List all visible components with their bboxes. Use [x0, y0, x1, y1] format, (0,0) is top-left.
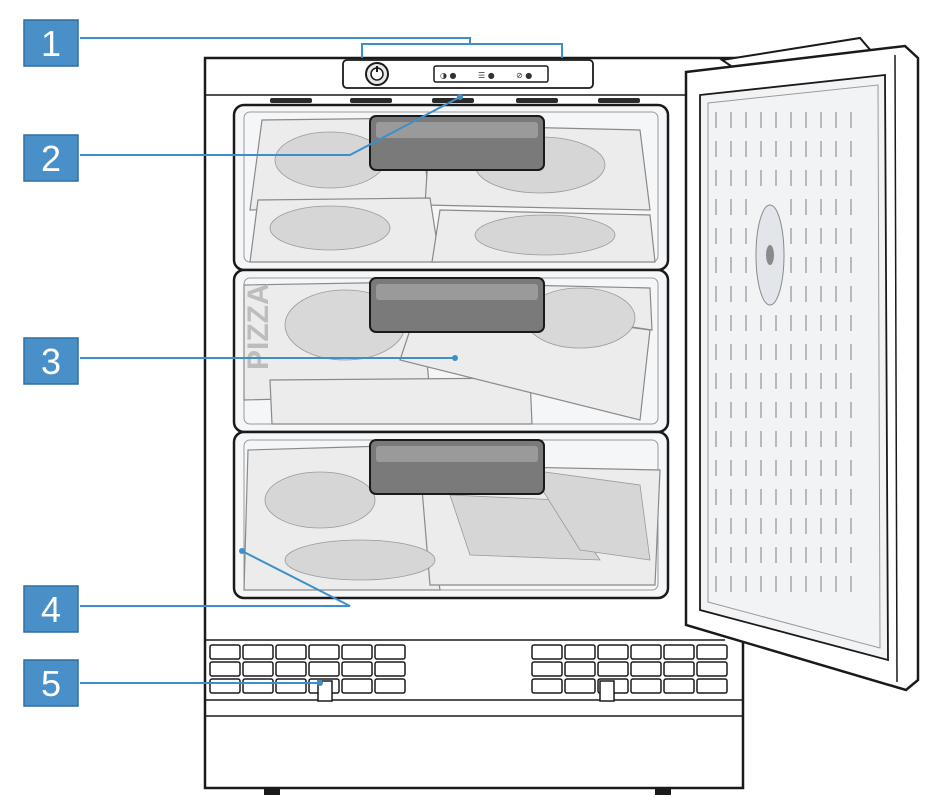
- callout-1-number: 1: [41, 23, 61, 64]
- ventilation-grille: [209, 644, 728, 702]
- grille-cell: [663, 678, 695, 694]
- grille-cell: [242, 678, 274, 694]
- grille-cell: [663, 644, 695, 660]
- dial-icon: [365, 62, 389, 86]
- grille-cell: [209, 678, 241, 694]
- grille-cell: [341, 661, 373, 677]
- grille-latch: [599, 680, 615, 702]
- grille-cell: [341, 644, 373, 660]
- callout-1: 1: [23, 19, 79, 67]
- callout-5-number: 5: [41, 663, 61, 704]
- grille-cell: [209, 661, 241, 677]
- grille-cell: [696, 661, 728, 677]
- grille-cell: [531, 644, 563, 660]
- grille-cell: [630, 644, 662, 660]
- control-symbol: ☰ ●: [478, 71, 495, 80]
- open-door: [684, 36, 920, 692]
- callout-3: 3: [23, 337, 79, 385]
- callout-2: 2: [23, 134, 79, 182]
- door-emblem: [755, 204, 785, 306]
- callout-3-number: 3: [41, 341, 61, 382]
- grille-cell: [242, 644, 274, 660]
- drawer-bottom: [232, 430, 670, 600]
- callout-4-number: 4: [41, 589, 61, 630]
- grille-cell: [531, 661, 563, 677]
- grille-cell: [564, 661, 596, 677]
- callout-1-line: [80, 37, 471, 44]
- grille-cell: [696, 678, 728, 694]
- grille-cell: [341, 678, 373, 694]
- grille-cell: [308, 644, 340, 660]
- grille-cell: [630, 678, 662, 694]
- grille-cell: [597, 661, 629, 677]
- grille-cell: [564, 678, 596, 694]
- callout-4: 4: [23, 585, 79, 633]
- grille-cell: [663, 661, 695, 677]
- grille-cell: [531, 678, 563, 694]
- grille-cell: [242, 661, 274, 677]
- grille-latch: [317, 680, 333, 702]
- grille-cell: [564, 644, 596, 660]
- callout-labels: 1 2 3 4 5: [23, 19, 79, 707]
- grille-cell: [374, 661, 406, 677]
- grille-cell: [374, 644, 406, 660]
- grille-cell: [374, 678, 406, 694]
- control-panel: ◑ ● ☰ ● ⊘ ●: [342, 59, 594, 89]
- control-symbol: ⊘ ●: [516, 71, 532, 80]
- grille-cell: [308, 661, 340, 677]
- cabinet-feet: [264, 788, 671, 795]
- callout-lines: [80, 37, 563, 686]
- callout-4-line: [80, 550, 351, 607]
- pizza-box-text: PIZZA: [242, 283, 275, 370]
- grille-cell: [275, 661, 307, 677]
- door-texture: [715, 112, 852, 592]
- callout-1-bracket: [361, 43, 563, 58]
- callout-2-number: 2: [41, 138, 61, 179]
- control-symbol: ◑ ●: [440, 71, 457, 80]
- grille-cell: [630, 661, 662, 677]
- grille-cell: [696, 644, 728, 660]
- callout-5: 5: [23, 659, 79, 707]
- drawer-top: [232, 103, 670, 272]
- drawer-middle: PIZZA: [232, 268, 670, 434]
- grille-cell: [209, 644, 241, 660]
- grille-cell: [275, 678, 307, 694]
- light-icon: [270, 98, 640, 103]
- callout-2-line: [80, 96, 461, 156]
- grille-cell: [597, 644, 629, 660]
- grille-cell: [275, 644, 307, 660]
